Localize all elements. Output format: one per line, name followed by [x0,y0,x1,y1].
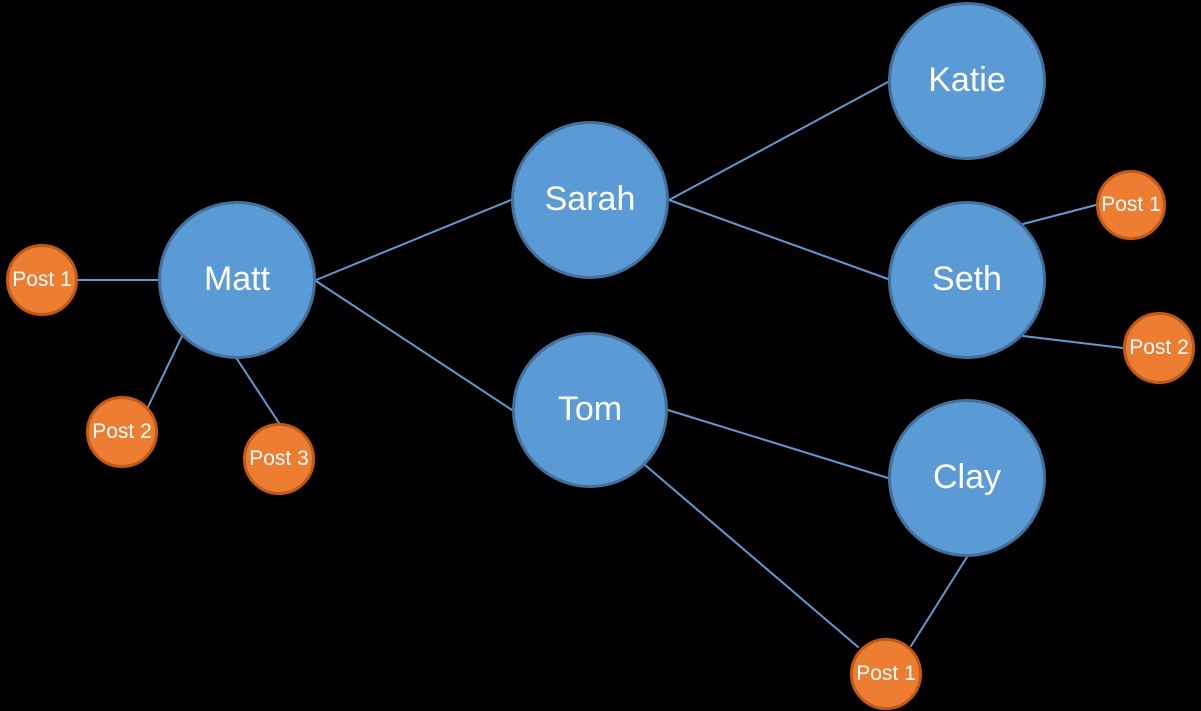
post-node-matt-post-1: Post 1 [6,244,78,316]
edge-matt-matt-post-3 [236,358,280,424]
edge-clay-shared-post-1 [910,556,968,647]
person-node-label: Seth [932,260,1002,298]
post-node-shared-post-1: Post 1 [850,638,922,710]
post-node-label: Post 2 [92,419,152,443]
person-node-clay: Clay [888,399,1046,557]
post-node-label: Post 3 [249,446,309,470]
person-node-seth: Seth [888,201,1046,359]
person-node-label: Clay [932,458,1002,496]
person-node-katie: Katie [888,2,1046,160]
person-node-label: Matt [203,260,271,298]
edge-sarah-katie [668,81,889,201]
post-node-label: Post 1 [856,661,916,685]
post-node-matt-post-3: Post 3 [243,423,315,495]
person-node-label: Sarah [544,180,636,218]
post-node-label: Post 1 [1101,192,1161,216]
person-node-matt: Matt [158,201,316,359]
post-node-seth-post-1: Post 1 [1096,170,1166,240]
post-node-seth-post-2: Post 2 [1123,312,1195,384]
person-node-tom: Tom [512,332,668,488]
edge-tom-clay [667,409,889,479]
person-node-label: Katie [928,61,1006,99]
edge-matt-matt-post-2 [147,335,183,408]
edge-seth-seth-post-1 [1022,204,1097,225]
edge-seth-seth-post-2 [1022,335,1124,349]
post-node-label: Post 2 [1129,335,1189,359]
person-node-label: Tom [557,390,623,428]
person-node-sarah: Sarah [511,121,669,279]
edge-matt-tom [315,280,513,411]
edge-sarah-seth [668,199,889,280]
post-node-matt-post-2: Post 2 [86,396,158,468]
edge-tom-shared-post-1 [644,464,859,648]
post-node-label: Post 1 [12,267,72,291]
edge-matt-sarah [315,199,512,281]
